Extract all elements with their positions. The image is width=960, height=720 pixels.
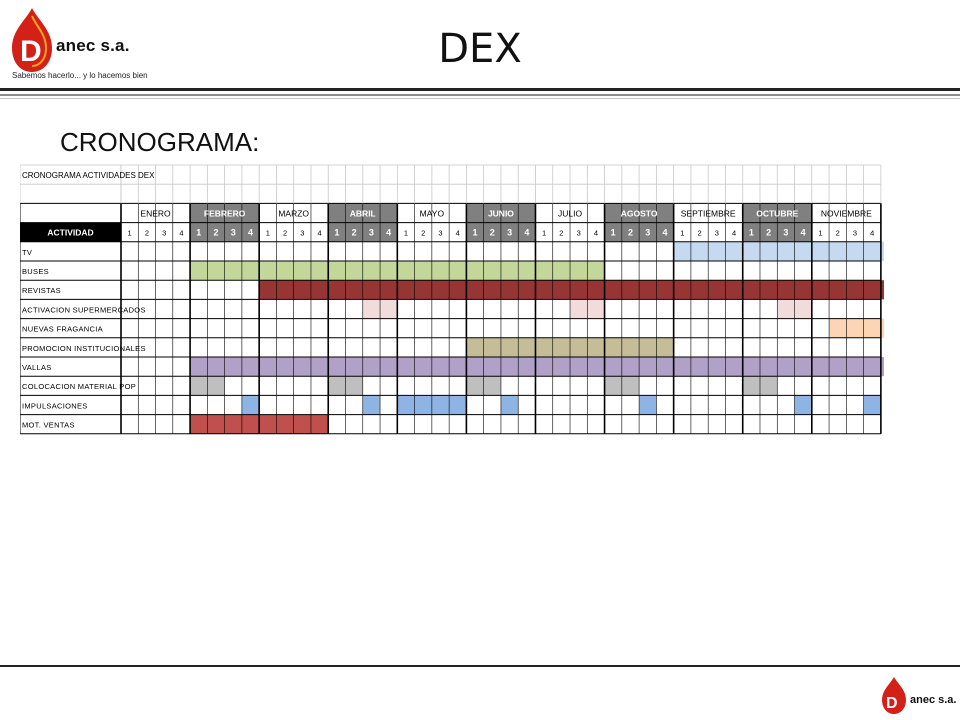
week-label: 4 (662, 228, 667, 238)
week-label: 3 (783, 228, 788, 238)
activity-name: VALLAS (22, 363, 52, 372)
svg-text:D: D (20, 35, 42, 68)
week-label: 1 (542, 229, 546, 238)
month-label: JULIO (558, 208, 582, 218)
week-label: 1 (266, 229, 270, 238)
week-label: 4 (386, 228, 391, 238)
week-label: 1 (196, 228, 201, 238)
week-label: 2 (628, 228, 633, 238)
activity-bar (362, 395, 381, 415)
header-rule (0, 88, 960, 91)
logo-brand-text: anec s.a. (56, 36, 130, 55)
week-label: 2 (145, 229, 149, 238)
footer-brand-text: anec s.a. (910, 694, 957, 706)
week-label: 4 (179, 229, 183, 238)
danec-logo: D (12, 8, 52, 72)
week-label: 2 (283, 229, 287, 238)
logo-tagline: Sabemos hacerlo... y lo hacemos bien (12, 71, 148, 80)
activity-bar (241, 395, 260, 415)
week-label: 1 (749, 228, 754, 238)
week-label: 2 (766, 228, 771, 238)
week-label: 3 (438, 229, 442, 238)
activity-name: TV (22, 248, 32, 257)
header-rule-secondary (0, 94, 960, 96)
month-label: JUNIO (488, 208, 514, 218)
activity-bar (863, 395, 881, 415)
activity-bar (639, 395, 657, 415)
activity-name: REVISTAS (22, 286, 61, 295)
month-label: MARZO (278, 208, 309, 218)
week-label: 2 (490, 228, 495, 238)
activity-name: ACTIVACION SUPERMERCADOS (22, 305, 146, 314)
week-label: 1 (404, 229, 408, 238)
month-label: SEPTIEMBRE (681, 208, 736, 218)
week-label: 4 (318, 229, 322, 238)
week-label: 1 (680, 229, 684, 238)
week-label: 3 (853, 229, 857, 238)
slide-subtitle: CRONOGRAMA: (60, 127, 260, 157)
week-label: 3 (507, 228, 512, 238)
week-label: 3 (577, 229, 581, 238)
week-label: 2 (697, 229, 701, 238)
week-label: 2 (836, 229, 840, 238)
danec-footer-logo: D (882, 677, 906, 714)
month-label: ENERO (140, 208, 171, 218)
week-label: 1 (128, 229, 132, 238)
activity-header-label: ACTIVIDAD (47, 228, 93, 238)
schedule-heading: CRONOGRAMA ACTIVIDADES DEX (22, 171, 155, 180)
activity-name: NUEVAS FRAGANCIA (22, 325, 103, 334)
activity-bar (190, 357, 884, 377)
week-label: 3 (162, 229, 166, 238)
week-label: 4 (594, 229, 598, 238)
week-label: 4 (248, 228, 253, 238)
slide-title: DEX (438, 26, 522, 72)
header-rule-tertiary (0, 98, 960, 99)
month-label: ABRIL (350, 208, 376, 218)
activity-name: PROMOCION INSTITUCIONALES (22, 344, 146, 353)
week-label: 2 (421, 229, 425, 238)
activity-bar (829, 318, 884, 338)
activity-bar (673, 241, 884, 261)
week-label: 3 (369, 228, 374, 238)
week-label: 4 (456, 229, 460, 238)
month-label: MAYO (420, 208, 445, 218)
week-label: 1 (818, 229, 822, 238)
week-label: 2 (352, 228, 357, 238)
week-label: 1 (334, 228, 339, 238)
activity-name: COLOCACION MATERIAL POP (22, 382, 136, 391)
activity-name: IMPULSACIONES (22, 401, 88, 410)
week-label: 3 (231, 228, 236, 238)
month-label: FEBRERO (204, 208, 246, 218)
week-label: 3 (645, 228, 650, 238)
month-label: NOVIEMBRE (821, 208, 872, 218)
week-label: 4 (801, 228, 806, 238)
month-label: OCTUBRE (756, 208, 798, 218)
activity-bar (500, 395, 519, 415)
footer-rule (0, 665, 960, 667)
week-label: 4 (732, 229, 736, 238)
month-label: AGOSTO (621, 208, 658, 218)
week-label: 3 (715, 229, 719, 238)
week-label: 4 (524, 228, 529, 238)
week-label: 1 (611, 228, 616, 238)
activity-header-cell (20, 222, 121, 242)
activity-name: BUSES (22, 267, 49, 276)
week-label: 4 (870, 229, 874, 238)
week-label: 2 (559, 229, 563, 238)
activity-bar (794, 395, 812, 415)
week-label: 3 (300, 229, 304, 238)
activity-bar (259, 280, 884, 300)
activity-name: MOT. VENTAS (22, 421, 75, 430)
svg-text:D: D (886, 695, 898, 712)
week-label: 1 (473, 228, 478, 238)
week-label: 2 (213, 228, 218, 238)
